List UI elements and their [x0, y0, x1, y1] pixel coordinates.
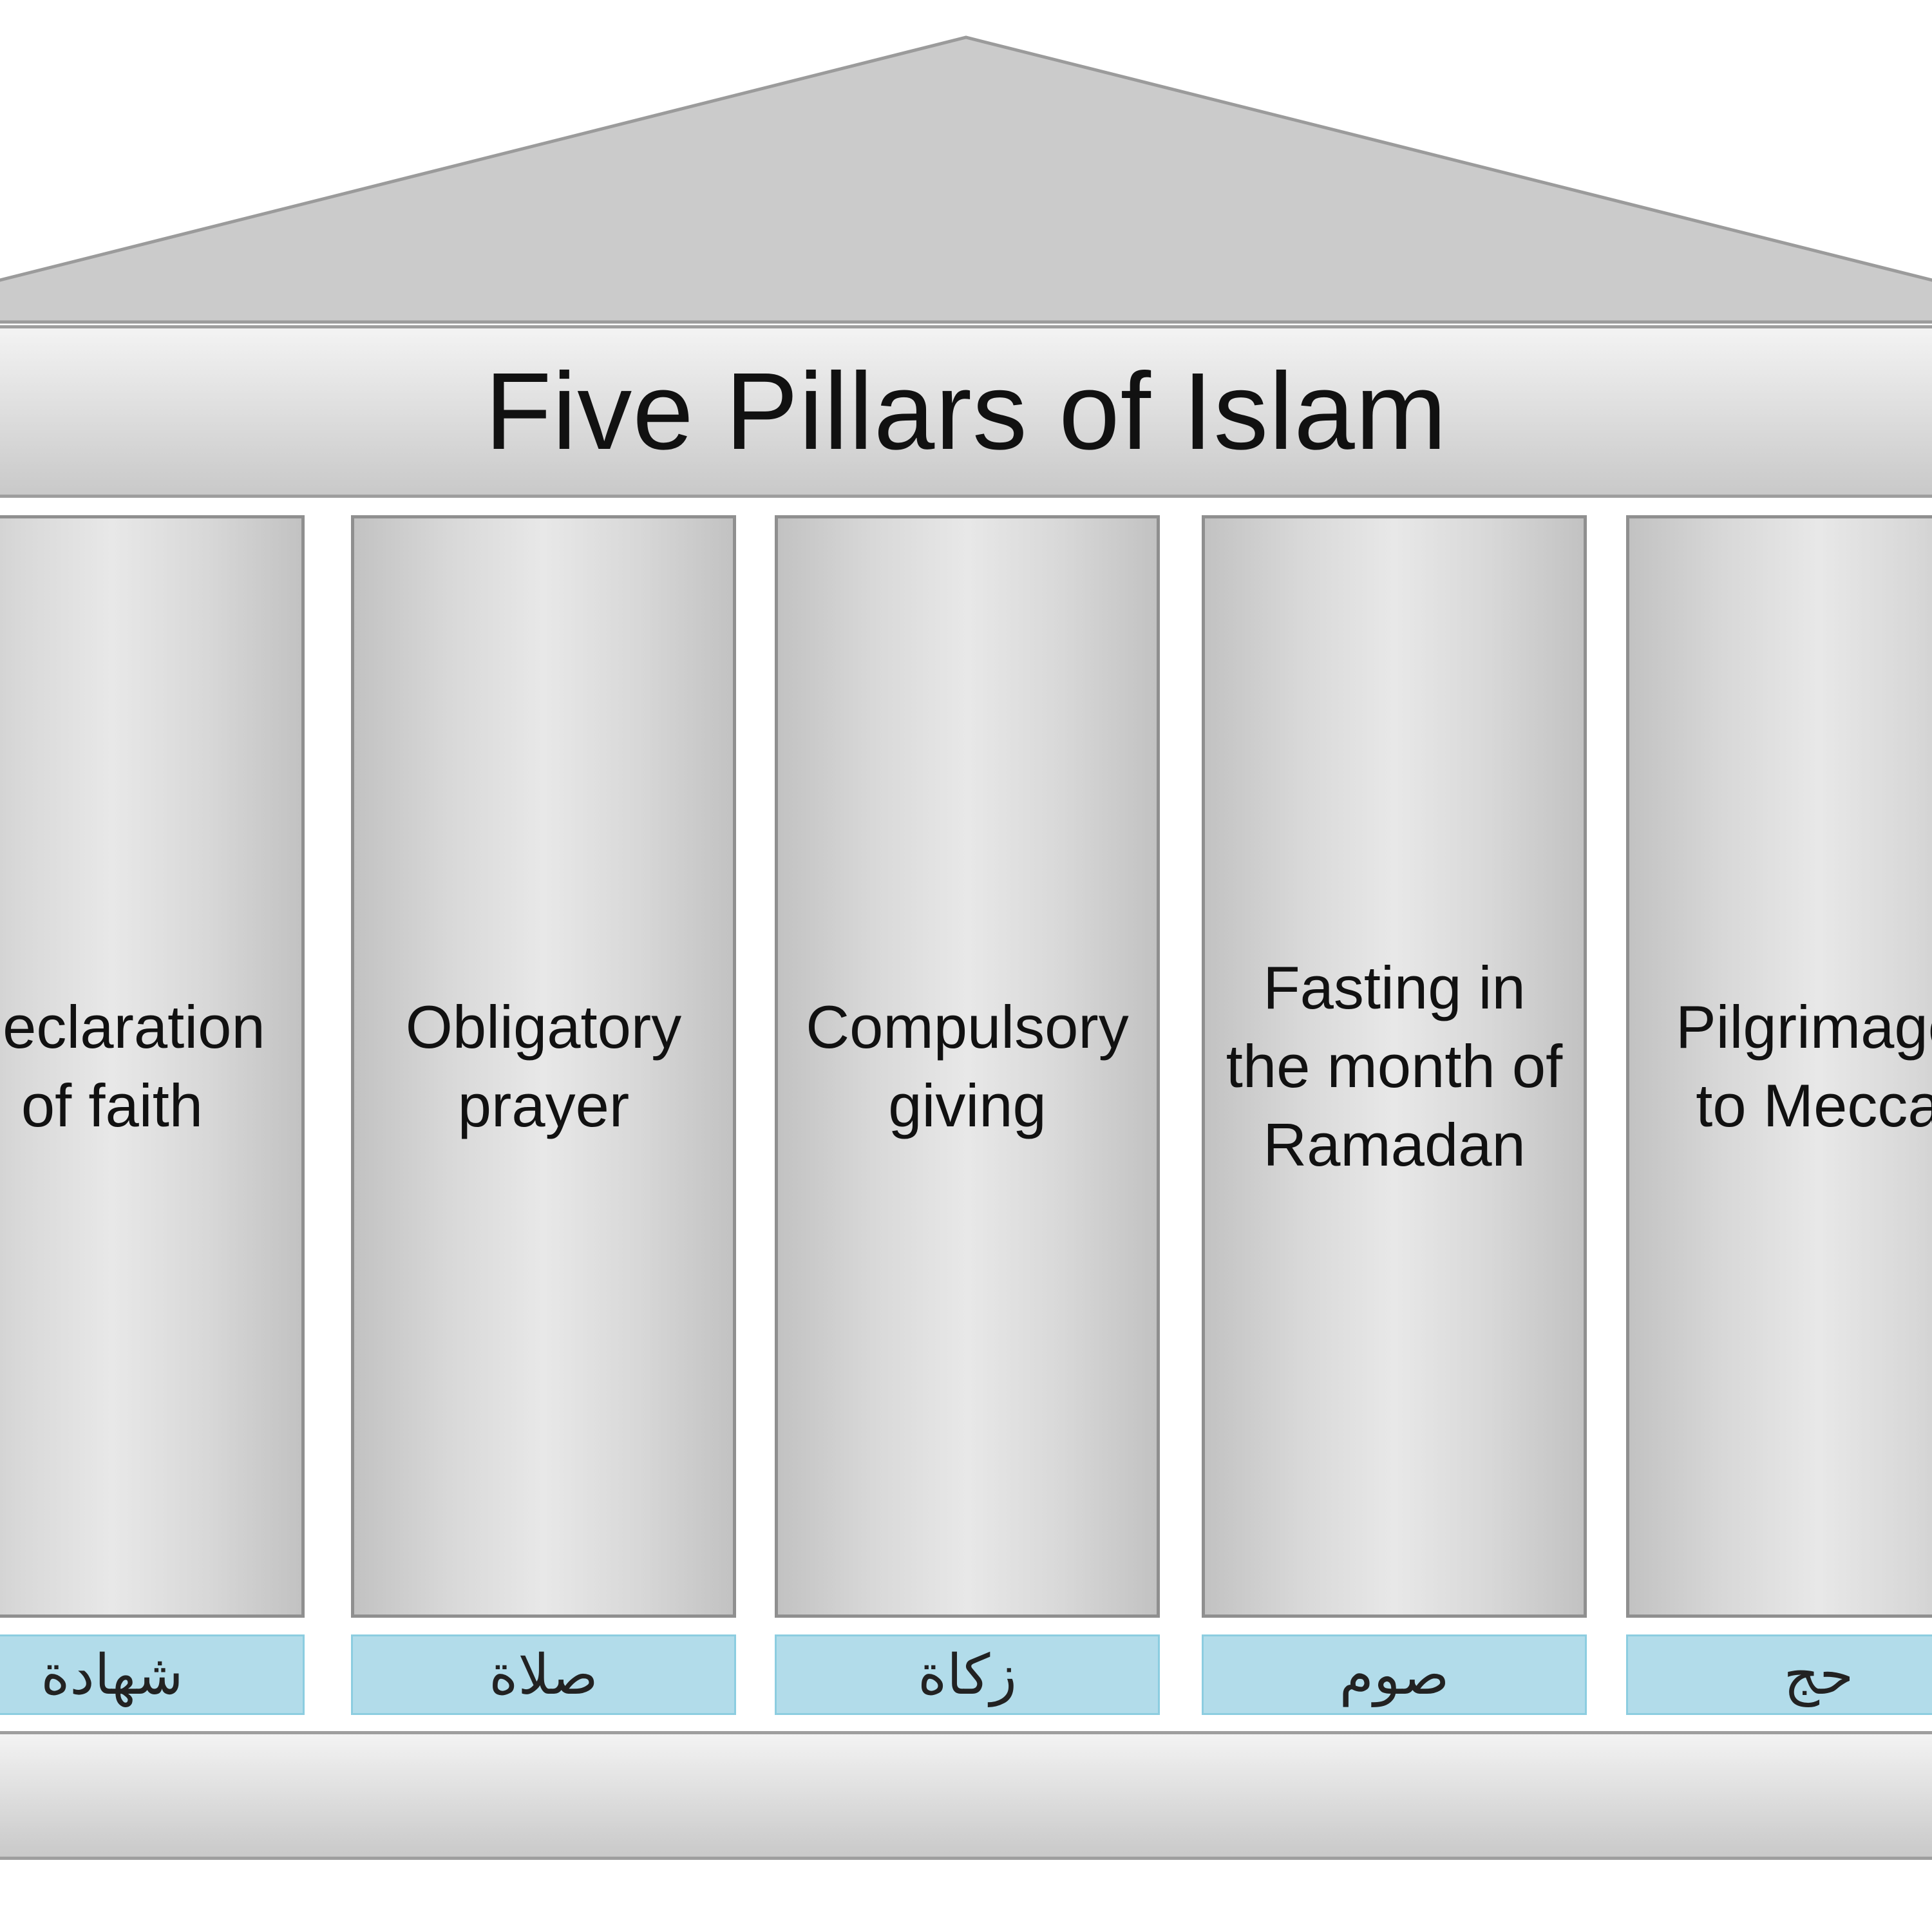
title-frieze: Five Pillars of Islam — [0, 325, 1932, 498]
arabic-label: شهادة — [41, 1642, 184, 1707]
pillar-pilgrimage-mecca: Pilgrimage to Mecca — [1626, 515, 1932, 1618]
pillar-obligatory-prayer: Obligatory prayer — [351, 515, 736, 1618]
temple-base — [0, 1731, 1932, 1860]
pillar-label: Declaration of faith — [0, 992, 265, 1139]
pillar-declaration-of-faith: Declaration of faith — [0, 515, 305, 1618]
arabic-label: زكاة — [918, 1642, 1017, 1707]
plinth-zakat: زكاة — [775, 1634, 1160, 1715]
pillar-label: Fasting in the month of Ramadan — [1226, 953, 1563, 1179]
pillar-label: Obligatory prayer — [405, 992, 682, 1139]
plinth-shahada: شهادة — [0, 1634, 305, 1715]
plinth-salat: صلاة — [351, 1634, 736, 1715]
roof-triangle — [0, 35, 1932, 324]
temple-roof — [0, 35, 1932, 324]
arabic-label: حج — [1783, 1642, 1854, 1707]
plinth-hajj: حج — [1626, 1634, 1932, 1715]
pillar-fasting-ramadan: Fasting in the month of Ramadan — [1202, 515, 1587, 1618]
diagram-title: Five Pillars of Islam — [484, 350, 1448, 473]
pillar-label: Compulsory giving — [806, 992, 1129, 1139]
arabic-label: صلاة — [489, 1642, 598, 1707]
pillar-compulsory-giving: Compulsory giving — [775, 515, 1160, 1618]
plinth-sawm: صوم — [1202, 1634, 1587, 1715]
pillar-label: Pilgrimage to Mecca — [1675, 992, 1932, 1139]
arabic-label: صوم — [1339, 1642, 1450, 1707]
